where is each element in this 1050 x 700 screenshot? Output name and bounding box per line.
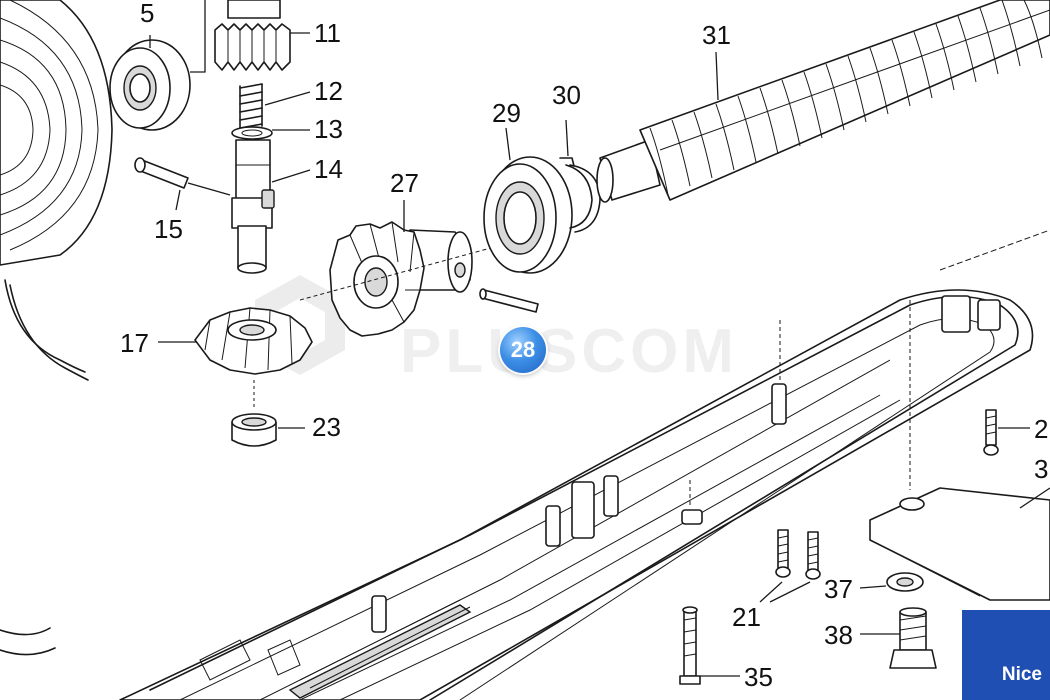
spring-12 xyxy=(239,83,263,131)
label-13: 13 xyxy=(314,114,343,144)
label-12: 12 xyxy=(314,76,343,106)
bearing-5 xyxy=(109,39,191,131)
snap-ring-30 xyxy=(559,157,601,233)
arm-housing xyxy=(119,229,1050,700)
washer-37 xyxy=(886,572,924,592)
label-17: 17 xyxy=(120,328,149,358)
brand-name: Nice xyxy=(1001,664,1042,685)
screw-partial xyxy=(983,409,999,456)
label-37: 37 xyxy=(824,574,853,604)
part-labels: 5 11 12 13 14 15 17 23 27 29 30 31 21 35… xyxy=(120,0,1048,692)
part-28-hotspot-button[interactable]: 28 xyxy=(500,327,546,373)
brand-logo: Nice xyxy=(962,610,1050,700)
label-38: 38 xyxy=(824,620,853,650)
bolt-38 xyxy=(889,607,937,669)
label-11: 11 xyxy=(314,18,341,48)
pin-28 xyxy=(479,288,539,313)
screws-21 xyxy=(775,529,821,580)
motor-housing xyxy=(0,0,113,656)
watermark-text: PLUSCOM xyxy=(400,317,738,386)
label-23: 23 xyxy=(312,412,341,442)
label-2-partial: 2 xyxy=(1034,414,1048,444)
bearing-29 xyxy=(483,156,573,274)
label-3-partial: 3 xyxy=(1034,454,1048,484)
label-35: 35 xyxy=(744,662,773,692)
pin-15 xyxy=(134,157,189,189)
label-27: 27 xyxy=(390,168,419,198)
shaft-14 xyxy=(231,139,275,274)
washer-13 xyxy=(231,126,273,140)
label-31: 31 xyxy=(702,20,731,50)
label-21: 21 xyxy=(732,602,761,632)
label-29: 29 xyxy=(492,98,521,128)
label-15: 15 xyxy=(154,214,183,244)
label-14: 14 xyxy=(314,154,343,184)
mounting-plate xyxy=(869,487,1050,601)
gear-11 xyxy=(214,0,291,71)
label-30: 30 xyxy=(552,80,581,110)
worm-shaft-31 xyxy=(596,0,1050,203)
bushing-23 xyxy=(231,413,277,447)
screw-35 xyxy=(679,606,701,685)
label-5: 5 xyxy=(140,0,154,28)
bevel-gear-17 xyxy=(194,307,313,375)
